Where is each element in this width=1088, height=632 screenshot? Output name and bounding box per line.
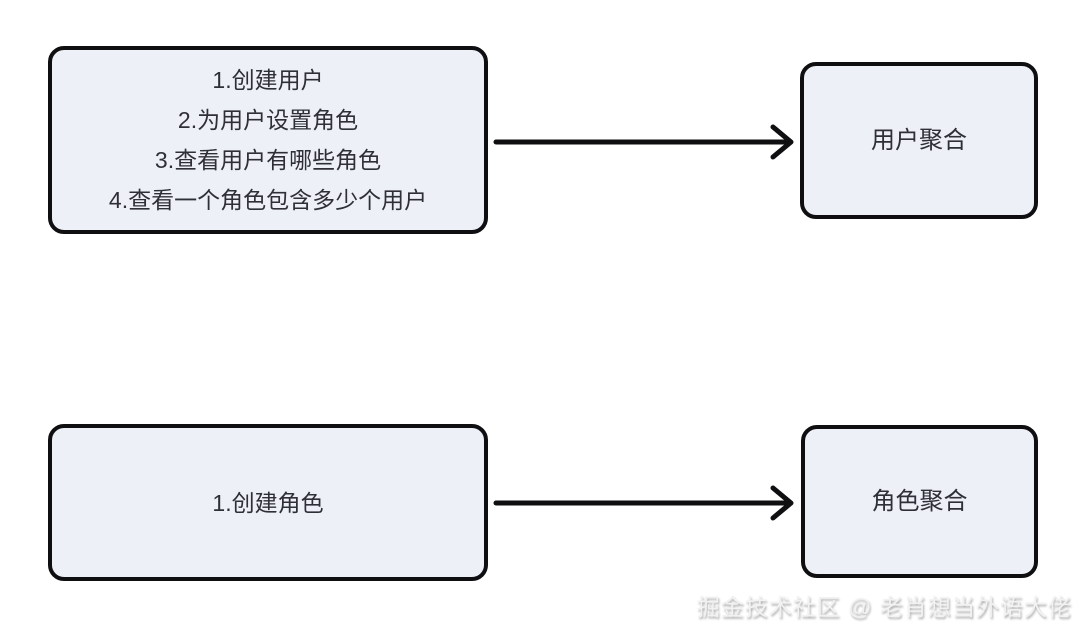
role-commands-box: 1.创建角色	[48, 424, 488, 581]
role-aggregate-label: 角色聚合	[871, 487, 968, 515]
user-aggregate-box: 用户聚合	[800, 62, 1038, 219]
user-command-item: 3.查看用户有哪些角色	[154, 147, 382, 173]
user-command-item: 2.为用户设置角色	[177, 107, 359, 133]
user-flow-arrow-icon	[490, 120, 802, 164]
user-aggregate-label: 用户聚合	[871, 126, 967, 154]
role-aggregate-box: 角色聚合	[801, 425, 1038, 578]
role-command-item: 1.创建角色	[212, 489, 324, 516]
user-commands-box: 1.创建用户 2.为用户设置角色 3.查看用户有哪些角色 4.查看一个角色包含多…	[48, 46, 488, 234]
role-flow-arrow-icon	[490, 481, 802, 525]
watermark-text: 掘金技术社区 @ 老肖想当外语大佬	[696, 594, 1072, 620]
user-command-item: 1.创建用户	[212, 67, 324, 93]
user-command-item: 4.查看一个角色包含多少个用户	[108, 187, 428, 213]
